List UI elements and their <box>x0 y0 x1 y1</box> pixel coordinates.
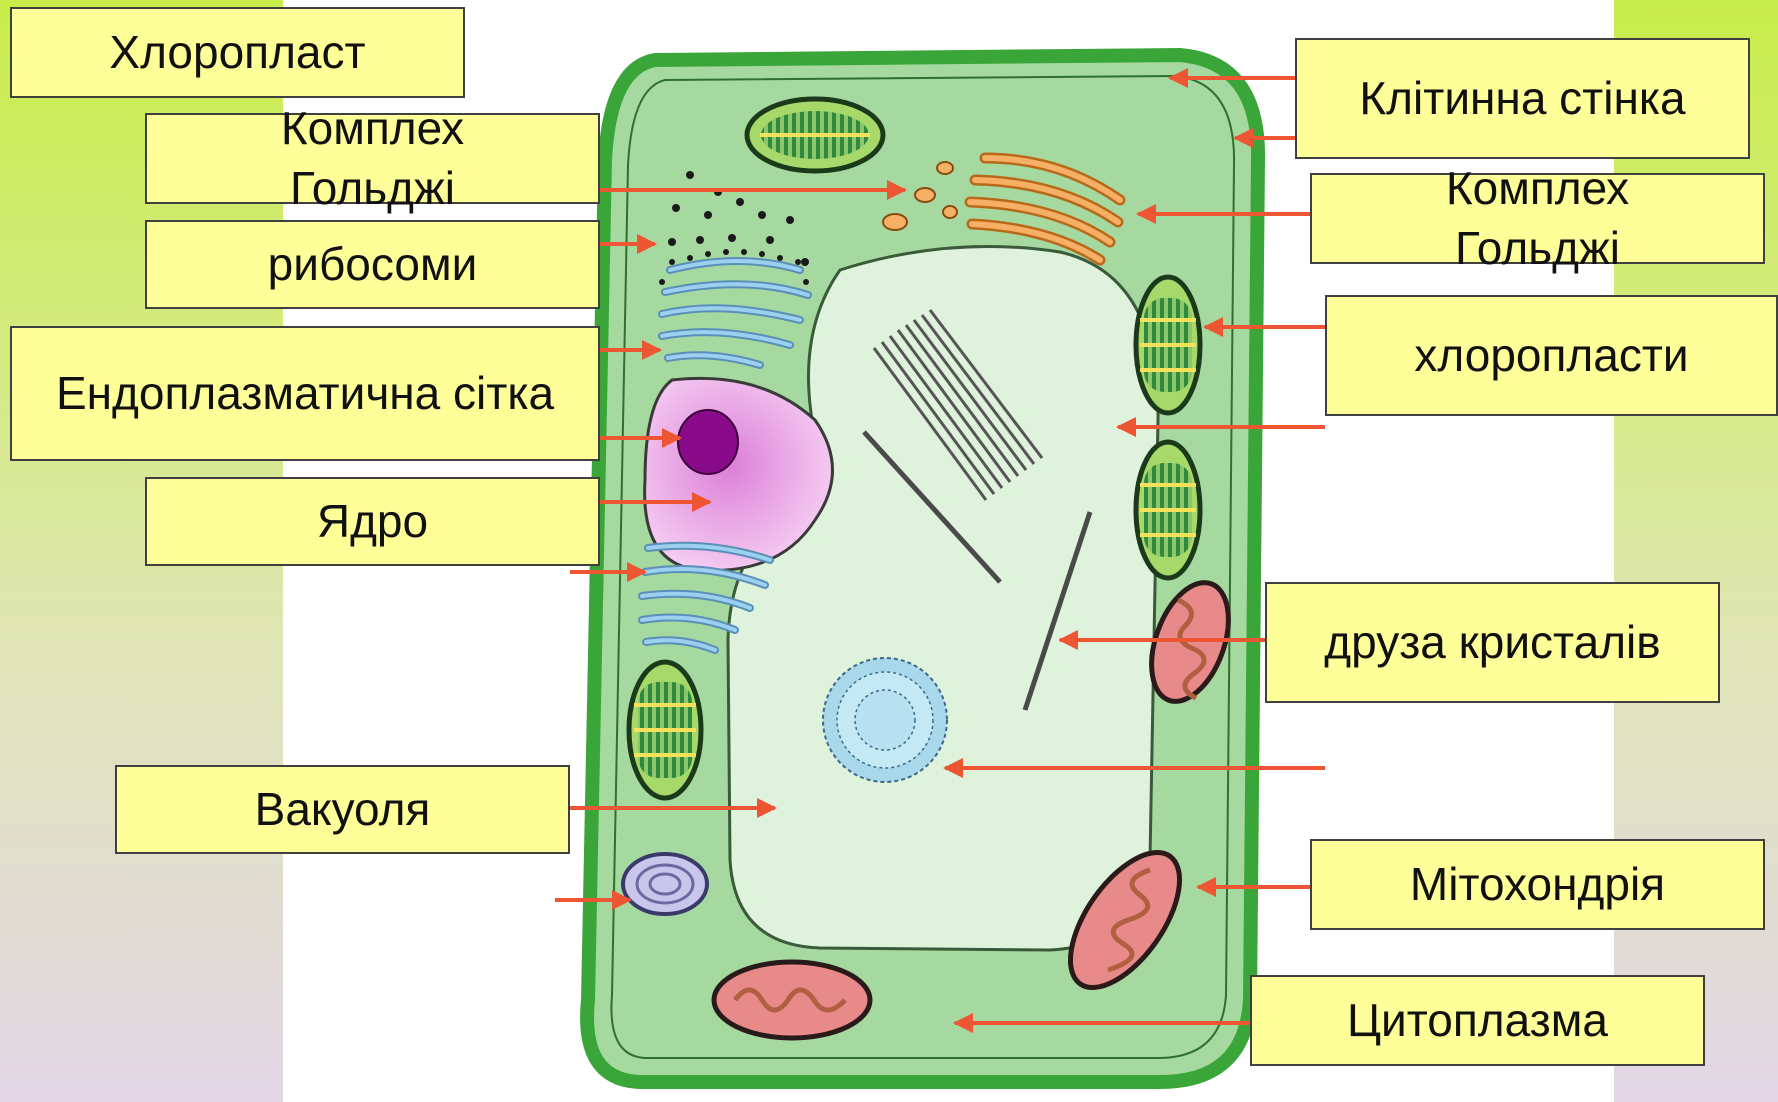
label-mitochondrion: Мітохондрія <box>1310 839 1765 930</box>
label-chloroplast-top: Хлоропласт <box>10 7 465 98</box>
label-endoplasmic-reticulum: Ендоплазматична сітка <box>10 326 600 461</box>
nucleolus <box>678 410 738 474</box>
crystal-druse <box>823 658 947 782</box>
mitochondrion-bottom <box>714 962 870 1038</box>
label-vacuole: Вакуоля <box>115 765 570 854</box>
chloroplast-top <box>747 99 883 171</box>
label-golgi-right: Комплех Гольджі <box>1310 173 1765 264</box>
label-chloroplasts: хлоропласти <box>1325 295 1778 416</box>
chloroplast-left-lower <box>629 662 701 798</box>
label-ribosomes: рибосоми <box>145 220 600 309</box>
label-nucleus: Ядро <box>145 477 600 566</box>
label-golgi-left: Комплех Гольджі <box>145 113 600 204</box>
label-cell-wall: Клітинна стінка <box>1295 38 1750 159</box>
lysosome-swirl <box>623 854 707 914</box>
chloroplast-right-2 <box>1136 442 1200 578</box>
chloroplast-right-1 <box>1136 277 1200 413</box>
label-crystal-druse: друза кристалів <box>1265 582 1720 703</box>
label-cytoplasm: Цитоплазма <box>1250 975 1705 1066</box>
